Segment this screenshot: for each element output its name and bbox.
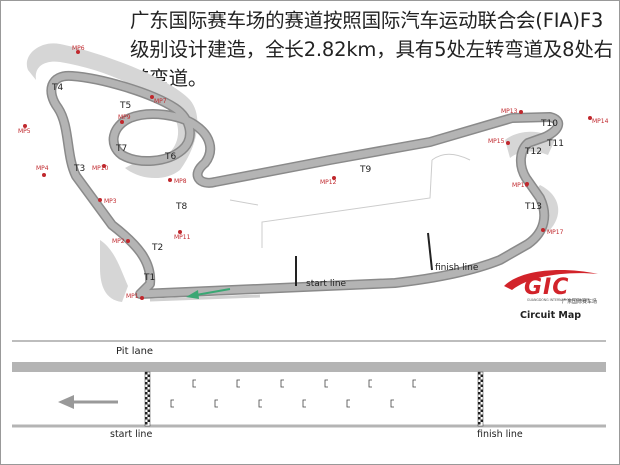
marshal-post: MP8 [168, 178, 187, 185]
pit-lane-surface [12, 372, 606, 426]
marshal-post: MP11 [174, 230, 191, 241]
svg-text:MP12: MP12 [320, 179, 337, 186]
marshal-post: MP13 [501, 108, 523, 115]
finish-line-mark [427, 232, 433, 271]
svg-text:MP11: MP11 [174, 234, 191, 241]
svg-text:MP14: MP14 [592, 118, 609, 125]
turn-label: T4 [51, 83, 63, 93]
marshal-post: MP2 [112, 238, 130, 245]
svg-text:MP16: MP16 [512, 182, 529, 189]
svg-text:MP3: MP3 [104, 198, 117, 205]
turn-label: T12 [524, 147, 542, 157]
marshal-post: MP4 [36, 165, 49, 177]
svg-text:MP15: MP15 [488, 138, 505, 145]
marshal-post: MP14 [588, 116, 609, 125]
turn-labels: T1 T2 T3 T4 T5 T6 T7 T8 T9 T10 T11 T12 T… [51, 83, 564, 283]
pit-finish-line-label: finish line [477, 429, 523, 440]
marshal-post: MP6 [72, 45, 85, 54]
logo-english: GUANGDONG INTERNATIONAL CIRCUIT [527, 298, 589, 302]
marshal-post: MP15 [488, 138, 510, 145]
gic-logo: GIC GUANGDONG INTERNATIONAL CIRCUIT 广东国际… [504, 270, 598, 321]
svg-text:MP10: MP10 [92, 165, 109, 172]
marshal-post: MP1 [126, 293, 144, 300]
svg-text:MP8: MP8 [174, 178, 187, 185]
turn-label: T13 [524, 202, 542, 212]
infield-lines [229, 153, 471, 248]
marshal-posts: MP1 MP2 MP3 MP4 MP5 MP6 MP7 MP8 MP9 MP10… [18, 45, 609, 300]
svg-text:MP1: MP1 [126, 293, 139, 300]
turn-label: T10 [540, 119, 558, 129]
svg-text:MP13: MP13 [501, 108, 518, 115]
marshal-post: MP3 [98, 198, 117, 205]
logo-subtitle: Circuit Map [520, 310, 581, 321]
turn-label: T1 [143, 273, 155, 283]
logo-mark: GIC [524, 275, 569, 300]
marshal-post: MP12 [320, 176, 337, 186]
turn-label: T5 [119, 101, 131, 111]
turn-label: T2 [151, 243, 163, 253]
svg-text:MP4: MP4 [36, 165, 49, 172]
marshal-post: MP7 [150, 95, 167, 105]
svg-text:MP2: MP2 [112, 238, 125, 245]
marshal-post: MP5 [18, 124, 31, 135]
turn-label: T9 [359, 165, 371, 175]
marshal-post: MP9 [118, 114, 131, 124]
marshal-post: MP10 [92, 164, 109, 172]
svg-text:MP6: MP6 [72, 45, 85, 52]
pit-lane-strip [12, 362, 606, 372]
pit-road-main [149, 294, 261, 302]
svg-text:MP9: MP9 [118, 114, 131, 121]
turn-label: T7 [115, 144, 127, 154]
svg-text:MP17: MP17 [547, 229, 564, 236]
turn-label: T3 [73, 164, 85, 174]
svg-text:MP7: MP7 [154, 98, 167, 105]
circuit-description: 广东国际赛车场的赛道按照国际汽车运动联合会(FIA)F3级别设计建造，全长2.8… [130, 9, 613, 90]
marshal-post: MP17 [541, 228, 564, 236]
turn-label: T8 [175, 202, 187, 212]
turn-label: T6 [164, 152, 176, 162]
pit-lane-diagram: Pit lane [12, 340, 606, 440]
pit-start-line-label: start line [110, 429, 152, 440]
pit-direction-arrow [58, 395, 118, 409]
finish-line-checkered [477, 371, 484, 427]
runoff-t1 [100, 240, 128, 302]
marshal-post: MP16 [512, 182, 529, 189]
logo-swoosh [504, 270, 598, 290]
start-line-checkered [144, 371, 151, 427]
svg-text:MP5: MP5 [18, 128, 31, 135]
turn-label: T11 [546, 139, 564, 149]
direction-arrow [186, 288, 231, 299]
runoff-hairpin [26, 43, 198, 179]
finish-line-label: finish line [435, 263, 479, 273]
start-line-label: start line [306, 279, 347, 289]
pit-lane-label: Pit lane [116, 346, 153, 357]
track [47, 72, 562, 298]
pit-boxes [170, 379, 416, 408]
logo-chinese: 广东国际赛车场 [562, 298, 597, 305]
